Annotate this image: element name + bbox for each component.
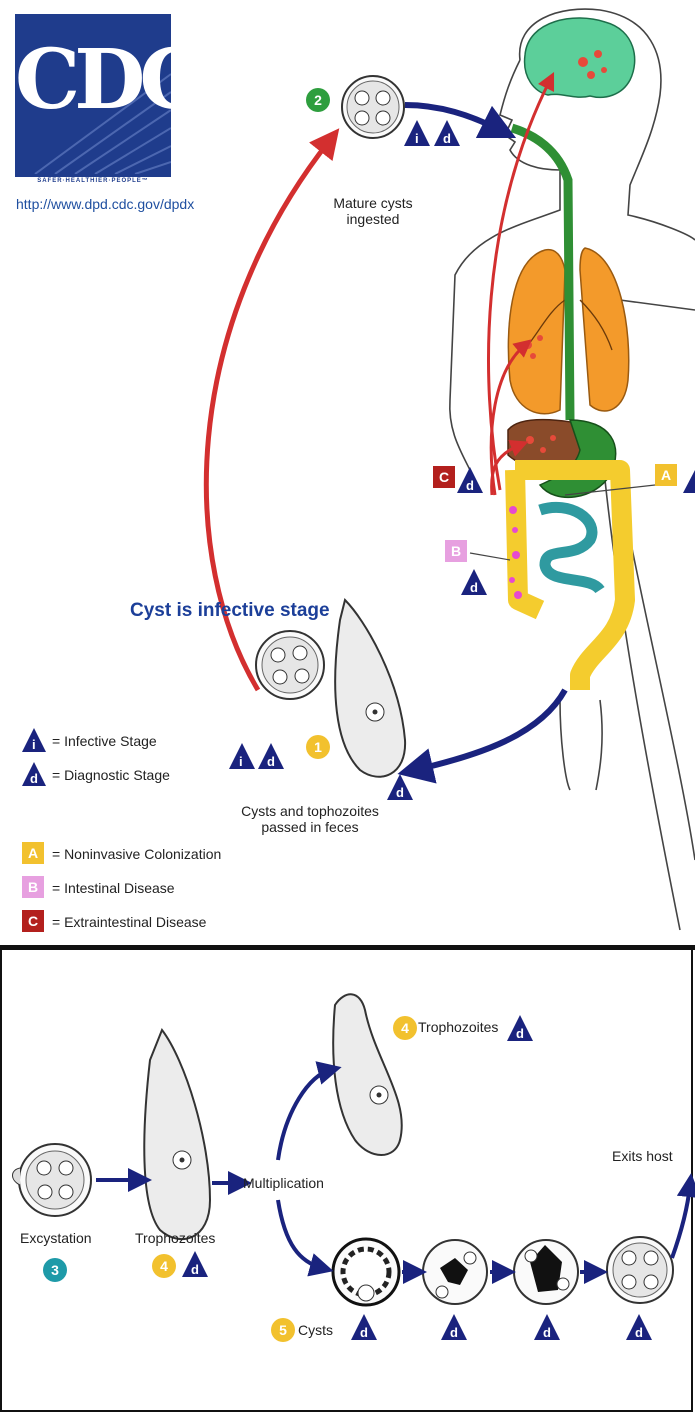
mature-cyst-top: [342, 76, 404, 138]
brain: [525, 18, 635, 97]
bottom-panel-frame: [0, 948, 693, 1412]
step-4a-caption: Trophozoites: [135, 1230, 215, 1246]
svg-text:i: i: [415, 131, 419, 146]
legend-b: = Intestinal Disease: [52, 880, 175, 896]
step-4a-badge: 4: [152, 1254, 176, 1278]
infective-stage-title: Cyst is infective stage: [130, 600, 330, 622]
step-5-badge: 5: [271, 1318, 295, 1342]
legend-c: = Extraintestinal Disease: [52, 914, 206, 930]
svg-text:d: d: [30, 771, 38, 786]
trophozoite-feces: [335, 600, 405, 777]
step-3-badge: 3: [43, 1258, 67, 1282]
legend-c-swatch: C: [22, 910, 44, 932]
step-1-caption: Cysts and tophozoites passed in feces: [225, 803, 395, 835]
excretion-arrow: [415, 690, 565, 770]
svg-text:d: d: [466, 478, 474, 493]
marker-a: A: [655, 464, 677, 486]
small-intestine: [540, 507, 600, 590]
marker-b: B: [445, 540, 467, 562]
svg-text:d: d: [396, 785, 404, 800]
svg-text:d: d: [267, 754, 275, 769]
marker-c: C: [433, 466, 455, 488]
step-2-caption: Mature cysts ingested: [318, 195, 428, 227]
step-5-caption: Cysts: [298, 1322, 333, 1338]
step-4b-badge: 4: [393, 1016, 417, 1040]
step-4b-caption: Trophozoites: [418, 1019, 498, 1035]
svg-text:d: d: [443, 131, 451, 146]
left-lung: [508, 250, 565, 414]
multiplication-label: Multiplication: [243, 1175, 324, 1191]
legend-infective: = Infective Stage: [52, 733, 157, 749]
svg-text:i: i: [239, 754, 243, 769]
step-3-caption: Excystation: [20, 1230, 92, 1246]
svg-text:i: i: [32, 737, 36, 752]
svg-text:d: d: [470, 580, 478, 595]
legend-diagnostic: = Diagnostic Stage: [52, 767, 170, 783]
exits-host-label: Exits host: [612, 1148, 673, 1164]
cyst-feces: [256, 631, 324, 699]
legend-a-swatch: A: [22, 842, 44, 864]
right-lung: [580, 248, 629, 411]
step-1-badge: 1: [306, 735, 330, 759]
step-2-badge: 2: [306, 88, 330, 112]
legend-b-swatch: B: [22, 876, 44, 898]
legend-a: = Noninvasive Colonization: [52, 846, 221, 862]
